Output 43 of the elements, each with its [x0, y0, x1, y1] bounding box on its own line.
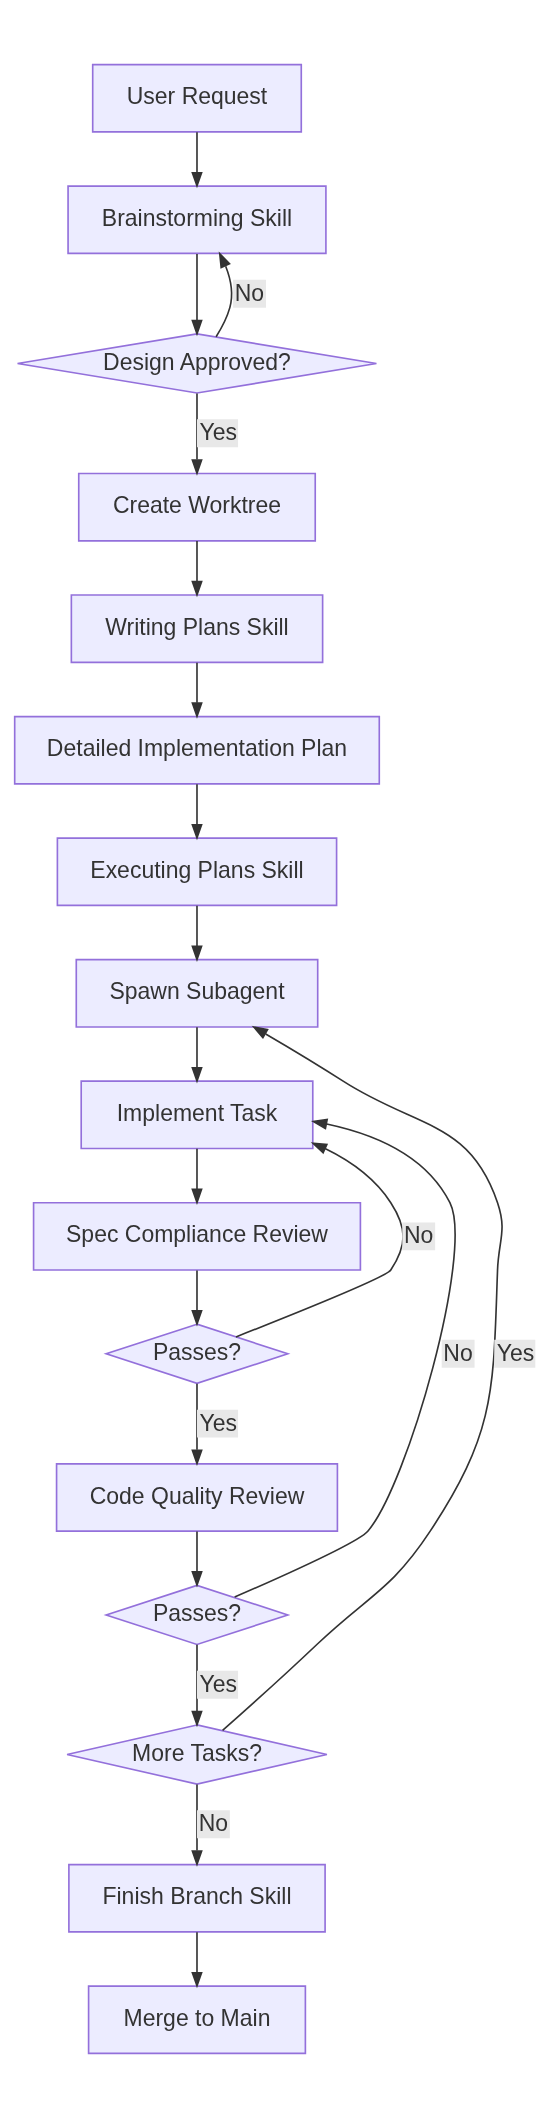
- arrow: [191, 1269, 203, 1327]
- arrow: [191, 131, 203, 189]
- arrow: [191, 1783, 203, 1867]
- edge-label: No: [443, 1339, 473, 1366]
- node-box: Implement Task: [80, 1080, 314, 1150]
- node-box: User Request: [91, 63, 303, 133]
- node-diamond: Passes?: [103, 1584, 291, 1646]
- node-box: Code Quality Review: [55, 1463, 339, 1532]
- edge-label: No: [198, 1810, 229, 1837]
- node-diamond: More Tasks?: [66, 1724, 328, 1785]
- arrow: [215, 251, 233, 338]
- arrow: [191, 1644, 203, 1728]
- node-box: Brainstorming Skill: [67, 185, 327, 255]
- node-box: Detailed Implementation Plan: [13, 715, 381, 785]
- arrow: [191, 1147, 203, 1205]
- arrow: [191, 392, 203, 476]
- arrow: [191, 1383, 203, 1467]
- node-box: Writing Plans Skill: [70, 594, 324, 664]
- edge-label: Yes: [496, 1339, 535, 1366]
- node-box: Create Worktree: [77, 472, 317, 542]
- arrow: [191, 1026, 203, 1084]
- node-diamond: Design Approved?: [16, 333, 378, 394]
- arrow: [235, 1142, 404, 1338]
- edge-label: No: [234, 279, 265, 306]
- arrow: [221, 1025, 503, 1732]
- node-box: Merge to Main: [87, 1985, 307, 2055]
- node-box: Finish Branch Skill: [68, 1863, 326, 1933]
- edge-label: Yes: [199, 1670, 237, 1697]
- edge-label: No: [403, 1222, 434, 1249]
- arrow: [191, 1530, 203, 1588]
- node-box: Spawn Subagent: [75, 958, 319, 1028]
- arrow: [191, 1931, 203, 1989]
- edge-label: Yes: [199, 419, 237, 446]
- arrow: [191, 253, 203, 337]
- arrow: [191, 783, 203, 841]
- arrow: [191, 661, 203, 719]
- arrow: [233, 1118, 456, 1598]
- arrow: [191, 540, 203, 598]
- node-box: Spec Compliance Review: [32, 1201, 362, 1271]
- arrow: [191, 904, 203, 962]
- edge-label: Yes: [199, 1409, 237, 1436]
- node-diamond: Passes?: [103, 1323, 291, 1385]
- node-box: Executing Plans Skill: [56, 837, 338, 907]
